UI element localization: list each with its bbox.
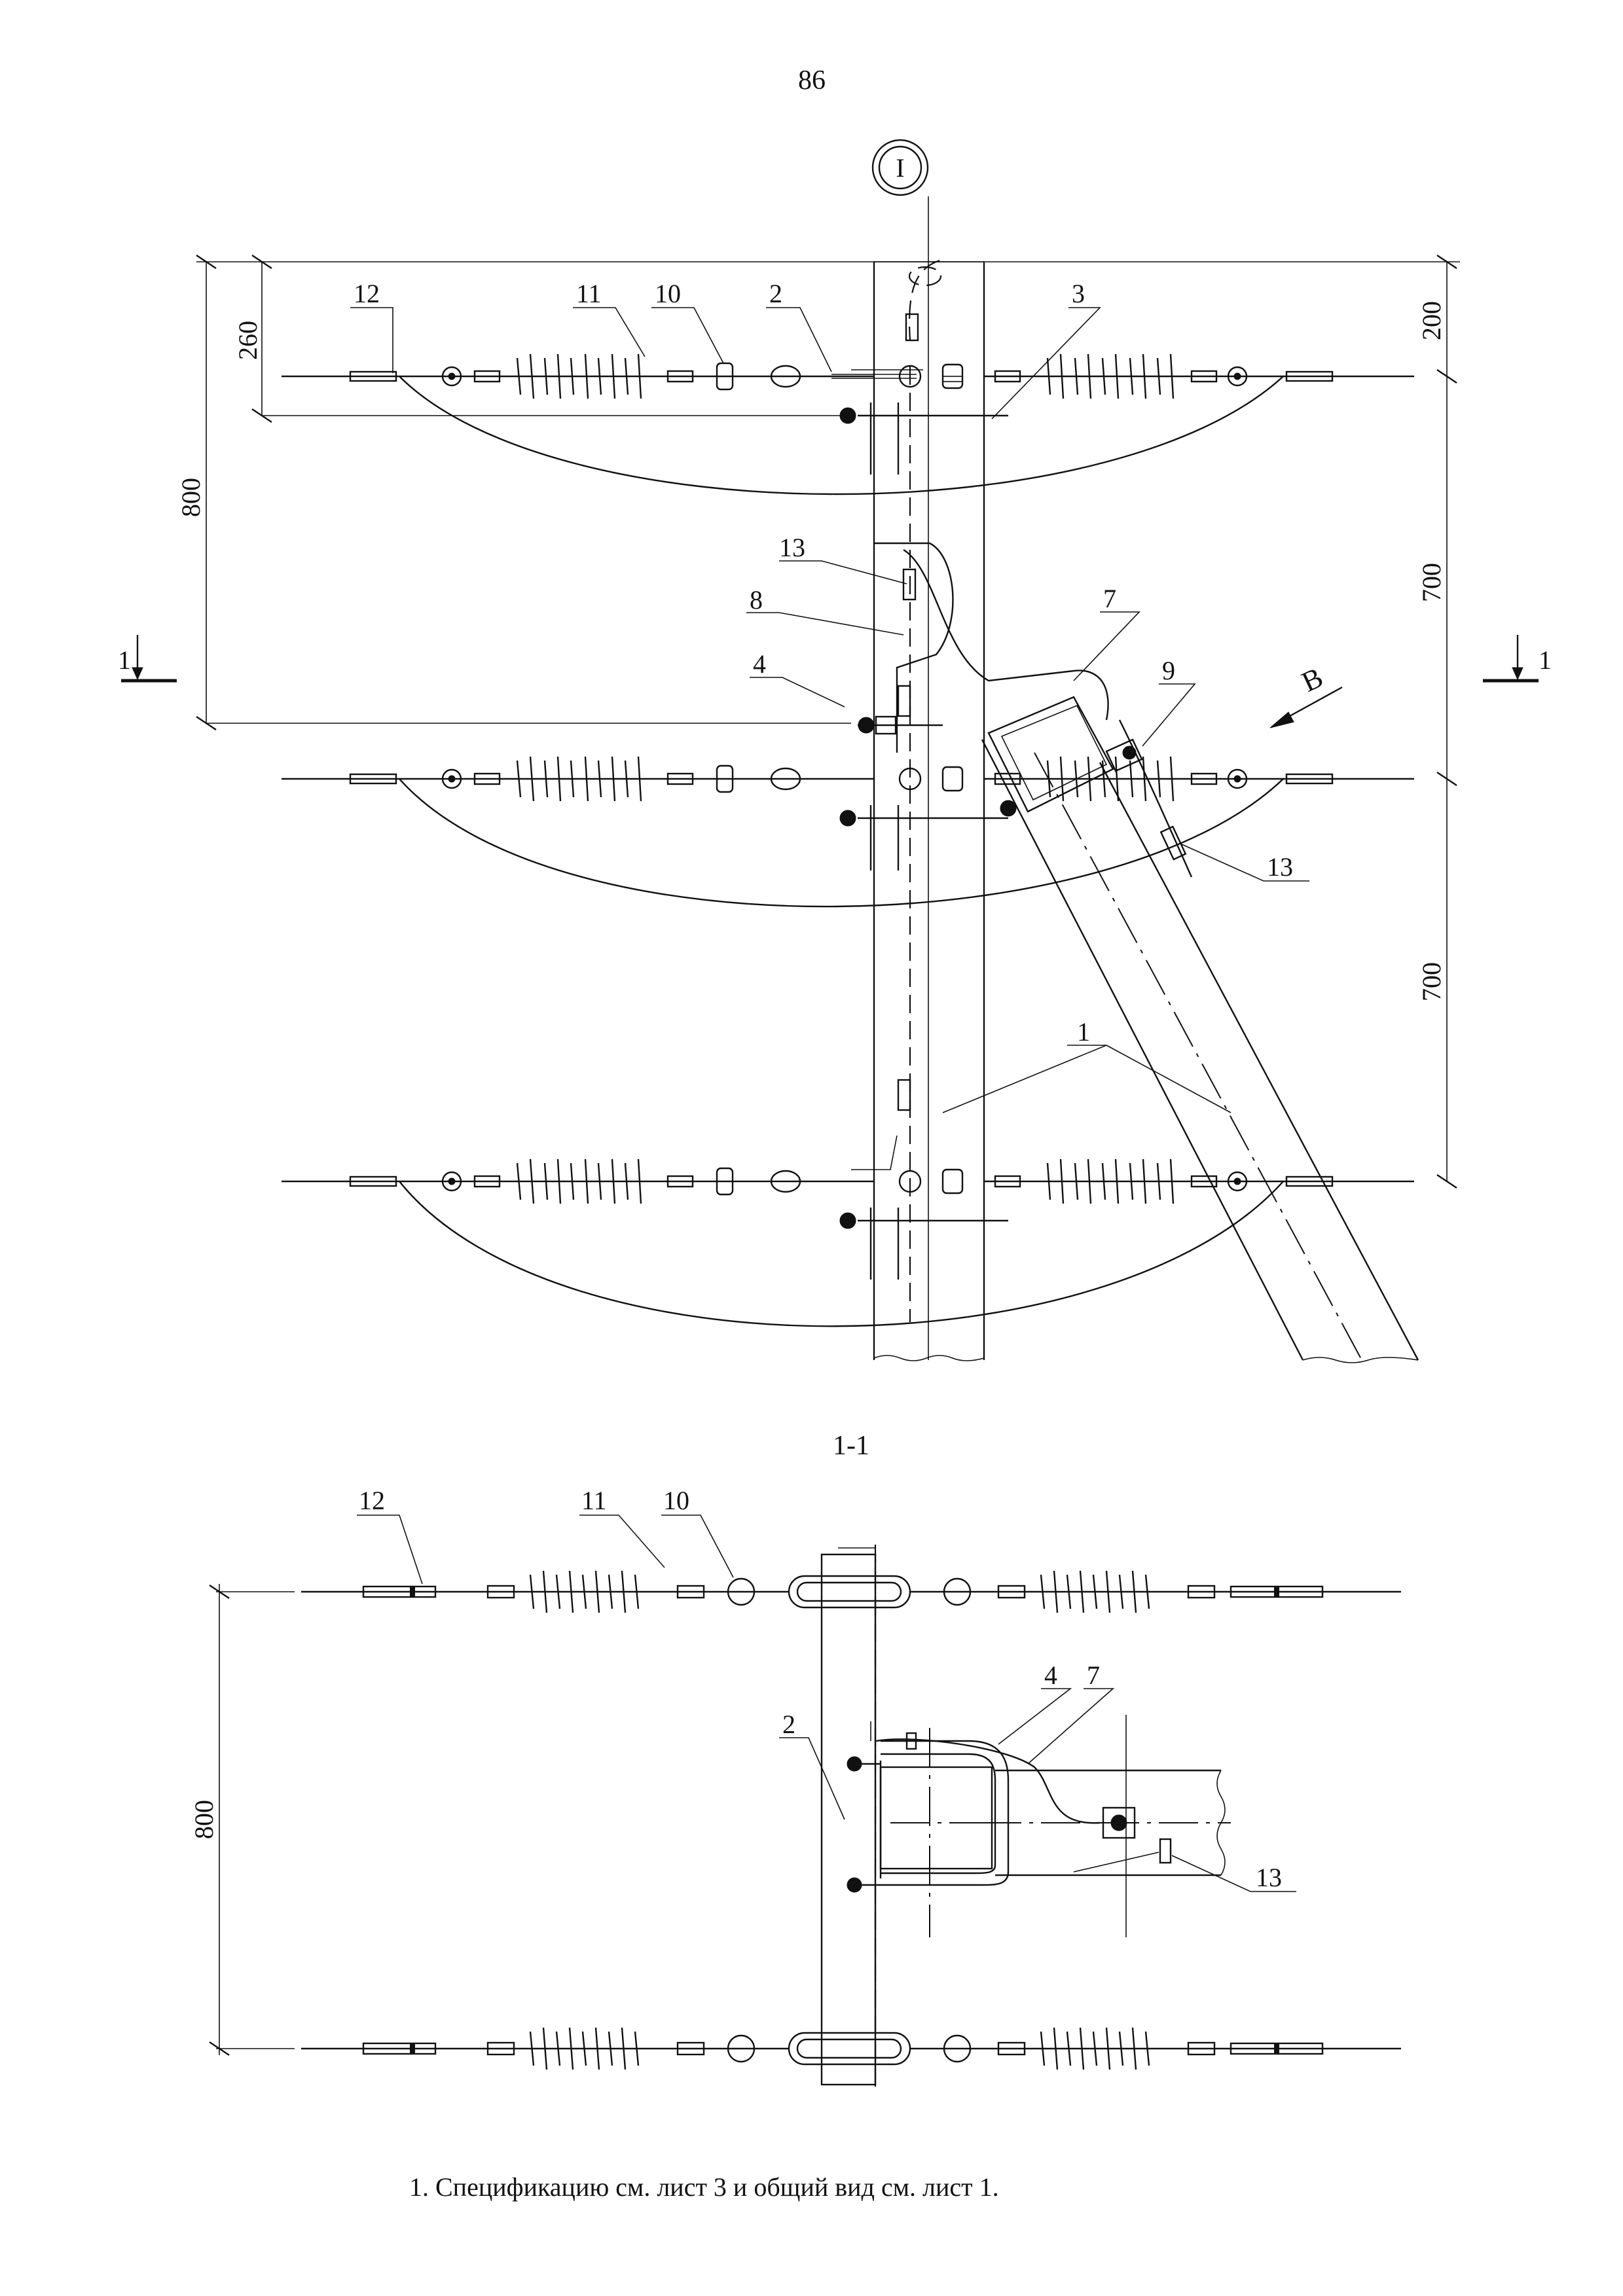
callout-b-11: 11 — [581, 1486, 607, 1515]
direction-label: В — [1297, 661, 1328, 698]
dim-700-upper: 700 — [1417, 563, 1446, 602]
callout-2: 2 — [769, 279, 782, 308]
section-mark-left: 1 — [118, 635, 177, 683]
section-mark-right-label: 1 — [1539, 645, 1552, 675]
callout-13-lower: 13 — [1267, 852, 1293, 882]
dimensions-bottom: 800 — [189, 1584, 295, 2056]
callout-b-4: 4 — [1044, 1660, 1057, 1690]
callout-b-7: 7 — [1087, 1660, 1100, 1690]
section-conductor-lower — [301, 2027, 1401, 2070]
callout-10: 10 — [655, 279, 681, 308]
dim-260: 260 — [233, 321, 263, 360]
section-title: 1-1 — [833, 1431, 869, 1461]
view-marker: I — [871, 139, 929, 196]
section-mark-left-label: 1 — [118, 645, 131, 675]
dim-700-lower: 700 — [1417, 962, 1446, 1001]
dim-200: 200 — [1417, 301, 1446, 340]
callout-13-upper: 13 — [779, 533, 805, 562]
callouts-top: 12 11 10 2 3 13 8 4 7 9 13 1 — [350, 279, 1309, 1113]
callout-3: 3 — [1072, 279, 1085, 308]
direction-arrow: В — [1269, 661, 1343, 728]
callout-b-2: 2 — [782, 1710, 795, 1739]
section-conductor-upper — [301, 1570, 1401, 1613]
callout-12: 12 — [354, 279, 380, 308]
callout-b-12: 12 — [359, 1486, 385, 1515]
callout-b-13: 13 — [1256, 1863, 1282, 1892]
page-number: 86 — [798, 65, 826, 96]
spec-note: 1. Спецификацию см. лист 3 и общий вид с… — [409, 2172, 999, 2202]
callout-11: 11 — [576, 279, 602, 308]
callout-9: 9 — [1162, 656, 1175, 685]
callout-1: 1 — [1077, 1017, 1090, 1047]
callout-7: 7 — [1103, 584, 1116, 613]
callouts-bottom: 12 11 10 2 4 7 13 — [357, 1486, 1296, 1892]
dim-800-bottom: 800 — [189, 1800, 219, 1839]
callout-8: 8 — [750, 585, 763, 615]
callout-b-10: 10 — [663, 1486, 689, 1515]
traverse-upper — [282, 353, 1414, 495]
section-mark-right: 1 — [1483, 635, 1552, 683]
strut — [981, 696, 1419, 1363]
pole — [873, 196, 985, 1361]
dimensions-top: 260 800 200 700 700 — [176, 255, 1460, 1189]
traverse-lower — [282, 1135, 1414, 1327]
elevation-view: 260 800 200 700 700 1 1 В 12 — [118, 196, 1552, 1363]
dim-800-top: 800 — [176, 478, 206, 517]
view-marker-label: I — [896, 153, 904, 183]
section-view: 800 12 11 10 2 4 7 13 — [189, 1486, 1401, 2094]
traverse-middle — [282, 715, 1414, 908]
callout-4: 4 — [753, 649, 766, 679]
